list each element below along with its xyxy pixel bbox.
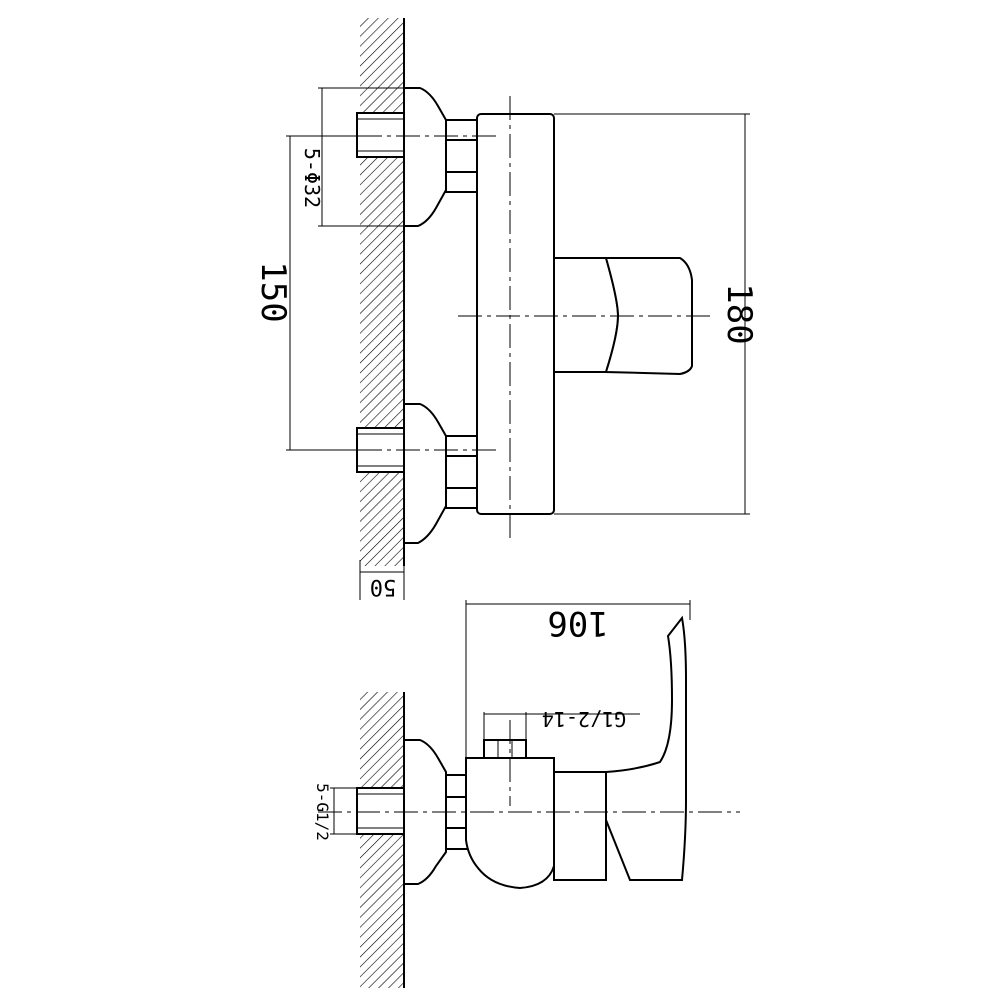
upper-inlet-pipe	[356, 112, 405, 158]
side-view	[318, 600, 740, 988]
dim-spacing-lines	[286, 135, 360, 451]
dim-wall-lines	[359, 560, 405, 600]
dim-height-text: 180	[719, 283, 759, 344]
dim-height-lines	[554, 113, 750, 515]
dim-inlet-thread-lines	[330, 787, 360, 835]
upper-hex-nut	[445, 119, 478, 193]
mixer-body	[476, 113, 555, 515]
side-outlet-nut	[483, 739, 527, 759]
side-inlet-pipe	[356, 787, 405, 835]
side-handle-base	[553, 771, 607, 881]
side-wall-hatch	[360, 692, 404, 988]
dim-eccentric-text: 5-Φ32	[300, 148, 324, 208]
wall-hatch	[360, 18, 404, 566]
lower-hex-nut	[445, 435, 478, 509]
dim-outlet-thread-text: G1/2-14	[542, 707, 626, 731]
side-mixer-body	[465, 757, 555, 890]
front-view	[286, 18, 750, 600]
dim-depth-lines	[465, 600, 691, 758]
dim-depth-text: 106	[547, 603, 608, 643]
dim-eccentric-lines	[318, 87, 404, 227]
dim-spacing-text: 150	[253, 261, 293, 322]
dim-inlet-thread-text: 5-G1/2	[313, 783, 332, 841]
dim-outlet-thread-lines	[483, 712, 640, 742]
side-centerlines	[318, 720, 740, 813]
side-lever-handle	[605, 615, 687, 881]
lower-eccentric-connector	[403, 403, 447, 544]
dim-wall-text: 50	[370, 574, 397, 599]
handle-base	[553, 257, 620, 373]
upper-eccentric-connector	[403, 87, 447, 227]
